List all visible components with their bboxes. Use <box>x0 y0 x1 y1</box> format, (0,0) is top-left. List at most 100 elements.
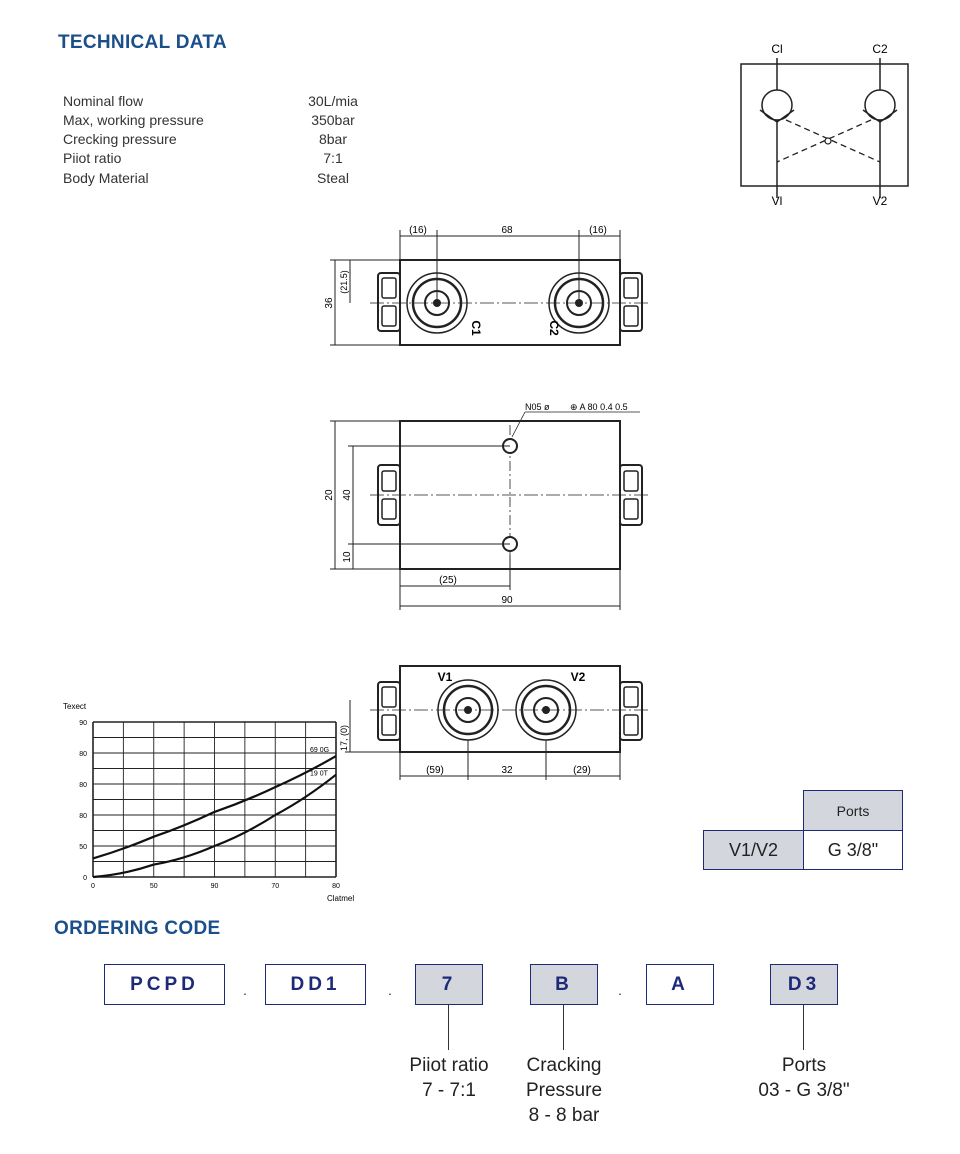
ordering-code-heading: ORDERING CODE <box>54 918 221 939</box>
legend-value: 7 - 7:1 <box>422 1080 476 1101</box>
chart-series-label: 69 0G <box>310 747 329 754</box>
chart-y-label: Texect <box>63 702 87 711</box>
chart-series-line <box>92 773 337 879</box>
port-c1-center <box>433 299 441 307</box>
chart-x-tick-label: 70 <box>271 883 279 890</box>
port-c2-outer <box>548 272 610 334</box>
drawing-side-view: N05 ø ⊕ A 80 0.4 0.5 20 40 10 (25) 90 <box>324 402 650 610</box>
spec-label: Crecking pressure <box>63 131 177 147</box>
port-v1-center <box>464 706 472 714</box>
chart-y-tick-label: 0 <box>83 875 87 882</box>
schematic-frame <box>740 63 909 187</box>
code-material: A <box>646 964 714 1005</box>
spec-label: Nominal flow <box>63 93 144 109</box>
chart-y-tick-label: 80 <box>79 751 87 758</box>
pilot-line-dashed <box>776 119 872 163</box>
callout-hole: N05 ø <box>525 402 550 412</box>
port-v2-center <box>542 706 550 714</box>
schematic-label-v1: Vl <box>772 194 783 208</box>
chart-x-tick-label: 50 <box>150 883 158 890</box>
side-plug-right <box>619 464 643 526</box>
schematic-label-c1: Cl <box>771 42 782 56</box>
plug-slot <box>623 714 639 736</box>
dim-middle: 32 <box>501 765 513 776</box>
port-v2-bore <box>533 697 559 723</box>
plug-slot <box>381 277 397 299</box>
plug-slot <box>381 305 397 327</box>
drawing-bottom-view: V1 V2 17, (0) (59) 32 (29) <box>339 665 650 780</box>
chart-series: 69 0G 19 0T <box>92 747 337 879</box>
chart-series-label: 19 0T <box>310 771 329 778</box>
spec-value: 7:1 <box>323 150 343 166</box>
chart-x-tick-label: 0 <box>91 883 95 890</box>
dim-left: (59) <box>426 765 444 776</box>
port-label-v1: V1 <box>438 670 453 684</box>
port-mark-c2: C2 <box>547 320 561 336</box>
dim-offset: (21.5) <box>339 270 349 294</box>
spec-label: Max, working pressure <box>63 112 204 128</box>
side-plug-left <box>377 272 401 332</box>
port-c2-center <box>575 299 583 307</box>
spec-value: 8bar <box>318 131 348 147</box>
valve-body-outline <box>399 665 621 753</box>
dim-middle: 68 <box>501 225 513 236</box>
port-c2-bore <box>566 290 592 316</box>
port-label-v2: V2 <box>571 670 586 684</box>
ports-table-header: Ports <box>803 790 903 831</box>
valve-seat-icon <box>759 109 795 123</box>
legend-title-2: Pressure <box>525 1080 603 1101</box>
spec-row-pilot-ratio: Piiot ratio 7:1 <box>63 150 403 169</box>
ports-table-row-label: V1/V2 <box>703 830 804 870</box>
dim-left-width: (25) <box>439 575 457 586</box>
spec-row-cracking-pressure: Crecking pressure 8bar <box>63 131 403 150</box>
spec-label: Piiot ratio <box>63 150 122 166</box>
drawing-top-view: (16) 68 (16) 36 (21.5) C1 C2 <box>324 225 650 346</box>
side-plug-right <box>619 681 643 741</box>
dim-inner-height: 40 <box>342 489 353 501</box>
leader-line <box>563 1005 564 1050</box>
spec-row-nominal-flow: Nominal flow 30L/mia <box>63 93 403 112</box>
code-separator: . <box>243 982 247 998</box>
spec-row-max-pressure: Max, working pressure 350bar <box>63 112 403 131</box>
spec-value: 30L/mia <box>308 93 358 109</box>
legend-ports: Ports 03 - G 3/8" <box>733 1053 875 1103</box>
port-v1-bore <box>455 697 481 723</box>
legend-cracking-pressure: Cracking Pressure 8 - 8 bar <box>503 1053 625 1128</box>
chart-y-tick-label: 90 <box>79 720 87 727</box>
hydraulic-schematic: Cl C2 Vl V2 <box>740 42 909 208</box>
dim-total-width: 90 <box>501 595 513 606</box>
leader-line <box>448 1005 449 1050</box>
legend-value: 03 - G 3/8" <box>758 1080 850 1101</box>
plug-slot <box>381 714 397 736</box>
dim-total-height: 20 <box>324 489 335 501</box>
pilot-line-dashed <box>785 119 881 163</box>
leader-line <box>511 411 526 438</box>
schematic-label-c2: C2 <box>872 42 888 56</box>
plug-slot <box>381 686 397 708</box>
port-c1-bore <box>424 290 450 316</box>
code-pilot-ratio: 7 <box>415 964 483 1005</box>
spec-value: Steal <box>317 170 349 186</box>
side-plug-right <box>619 272 643 332</box>
dim-right: (29) <box>573 765 591 776</box>
dim-left: (16) <box>409 225 427 236</box>
plug-slot <box>623 277 639 299</box>
code-separator: . <box>618 982 622 998</box>
plug-slot <box>623 305 639 327</box>
port-v1-ring <box>442 684 494 736</box>
dim-height: 17, (0) <box>339 725 349 751</box>
chart-y-tick-label: 50 <box>79 844 87 851</box>
valve-seat-icon <box>862 109 898 123</box>
spec-label: Body Material <box>63 170 149 186</box>
chart-series-line <box>92 755 337 860</box>
spec-row-body-material: Body Material Steal <box>63 170 403 189</box>
dim-bottom-height: 10 <box>342 551 353 563</box>
spec-value: 350bar <box>311 112 355 128</box>
code-ports: D3 <box>770 964 838 1005</box>
plug-slot <box>623 470 639 492</box>
plug-slot <box>623 686 639 708</box>
code-series: PCPD <box>104 964 225 1005</box>
schematic-label-v2: V2 <box>873 194 888 208</box>
